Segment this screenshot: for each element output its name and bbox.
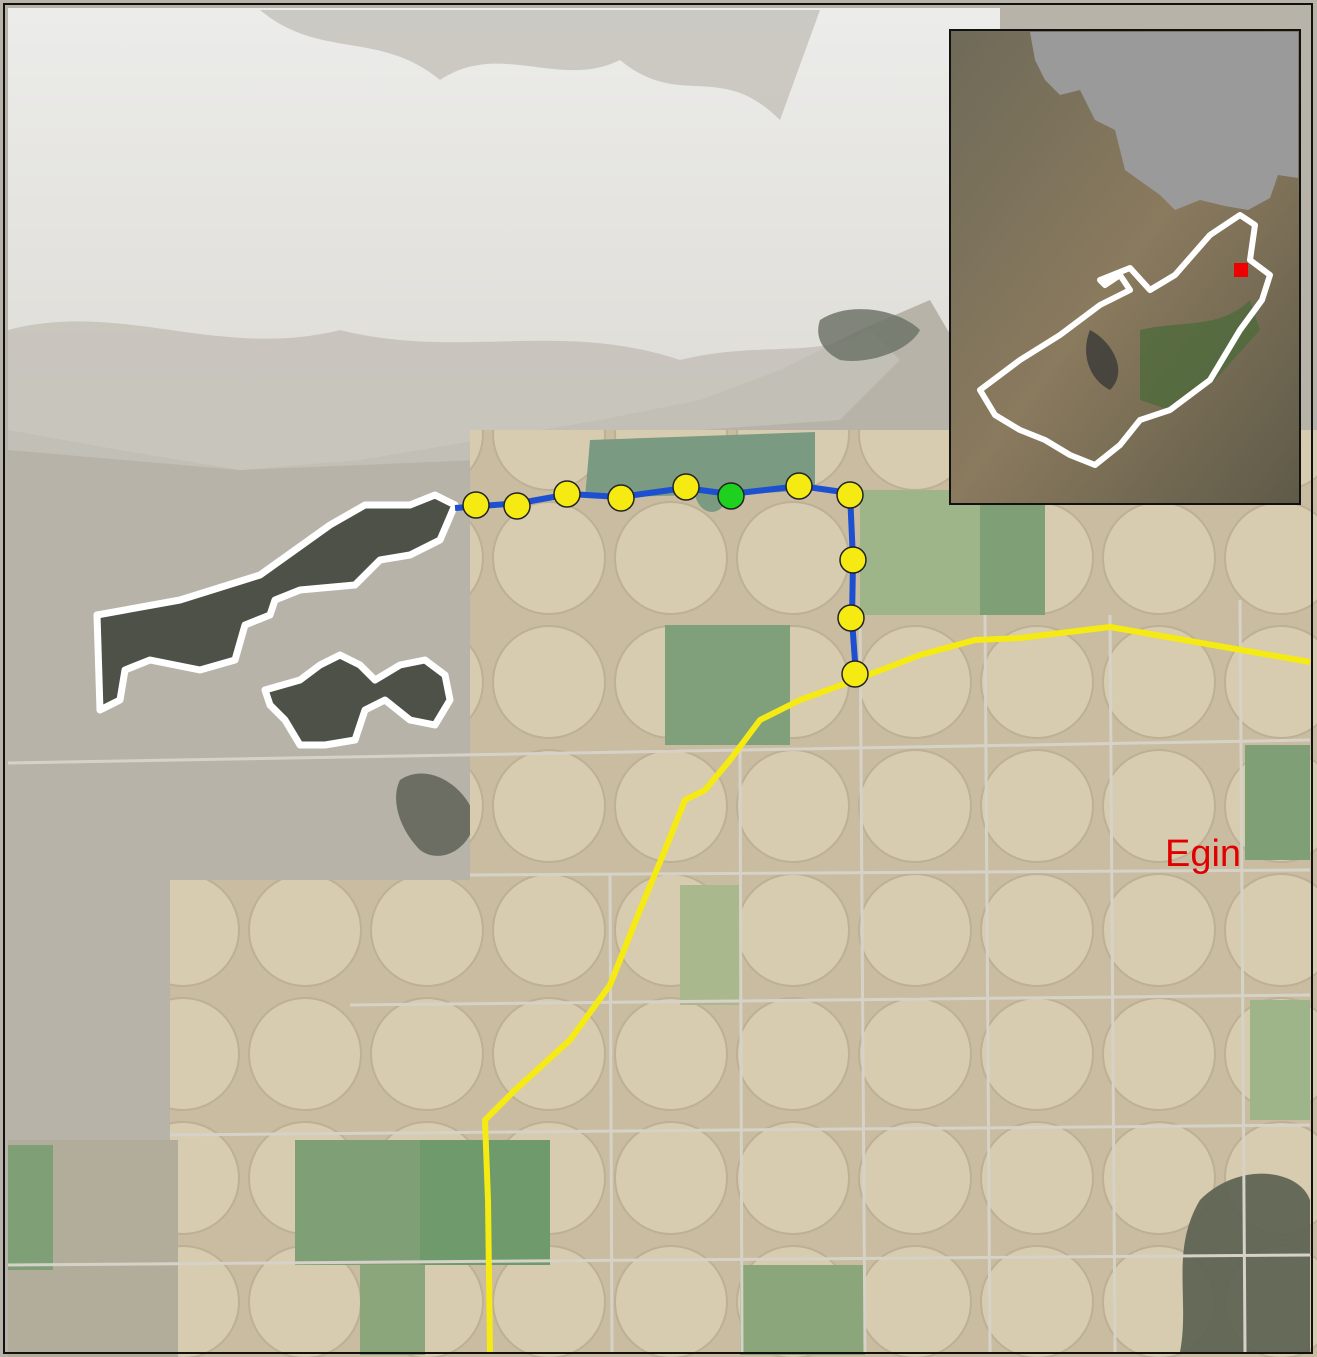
circle-marker-icon-selected[interactable]: [717, 482, 745, 510]
green-field: [8, 1145, 53, 1270]
green-field: [860, 490, 980, 615]
wetland-pond: [818, 309, 920, 361]
highway-line: [482, 624, 1311, 1353]
inset-dark-lava: [1086, 330, 1119, 390]
inset-green-valley: [1140, 300, 1260, 410]
green-field: [680, 885, 740, 1005]
circle-marker-icon[interactable]: [553, 480, 581, 508]
green-field: [1245, 745, 1310, 860]
inset-no-data-area: [1030, 32, 1298, 210]
town-label-egin: Egin: [1165, 833, 1241, 875]
circle-marker-icon[interactable]: [839, 546, 867, 574]
wetland-boundary-north[interactable]: [93, 491, 459, 714]
circle-marker-icon[interactable]: [836, 481, 864, 509]
circle-marker-icon[interactable]: [841, 660, 869, 688]
circle-marker-icon[interactable]: [837, 604, 865, 632]
green-field: [295, 1140, 420, 1265]
green-field: [1250, 1000, 1310, 1120]
square-marker-icon: [1234, 263, 1248, 277]
survey-points: [462, 472, 869, 688]
green-field: [980, 500, 1045, 615]
inset-map[interactable]: [949, 29, 1301, 505]
green-field: [740, 1265, 865, 1355]
road-network: [7, 599, 1311, 1353]
wetland-boundary-south[interactable]: [261, 651, 454, 749]
farmland-area-west: [170, 880, 480, 1357]
inset-basin-boundary: [977, 212, 1273, 468]
map-frame: [3, 3, 1313, 1354]
circle-marker-icon[interactable]: [785, 472, 813, 500]
dune-shadow: [260, 10, 820, 120]
circle-marker-icon[interactable]: [503, 492, 531, 520]
circle-marker-icon[interactable]: [607, 484, 635, 512]
wetland-lower-left: [396, 773, 475, 856]
circle-marker-icon[interactable]: [462, 491, 490, 519]
green-field: [665, 625, 790, 745]
green-field: [360, 1265, 425, 1355]
circle-marker-icon[interactable]: [672, 473, 700, 501]
